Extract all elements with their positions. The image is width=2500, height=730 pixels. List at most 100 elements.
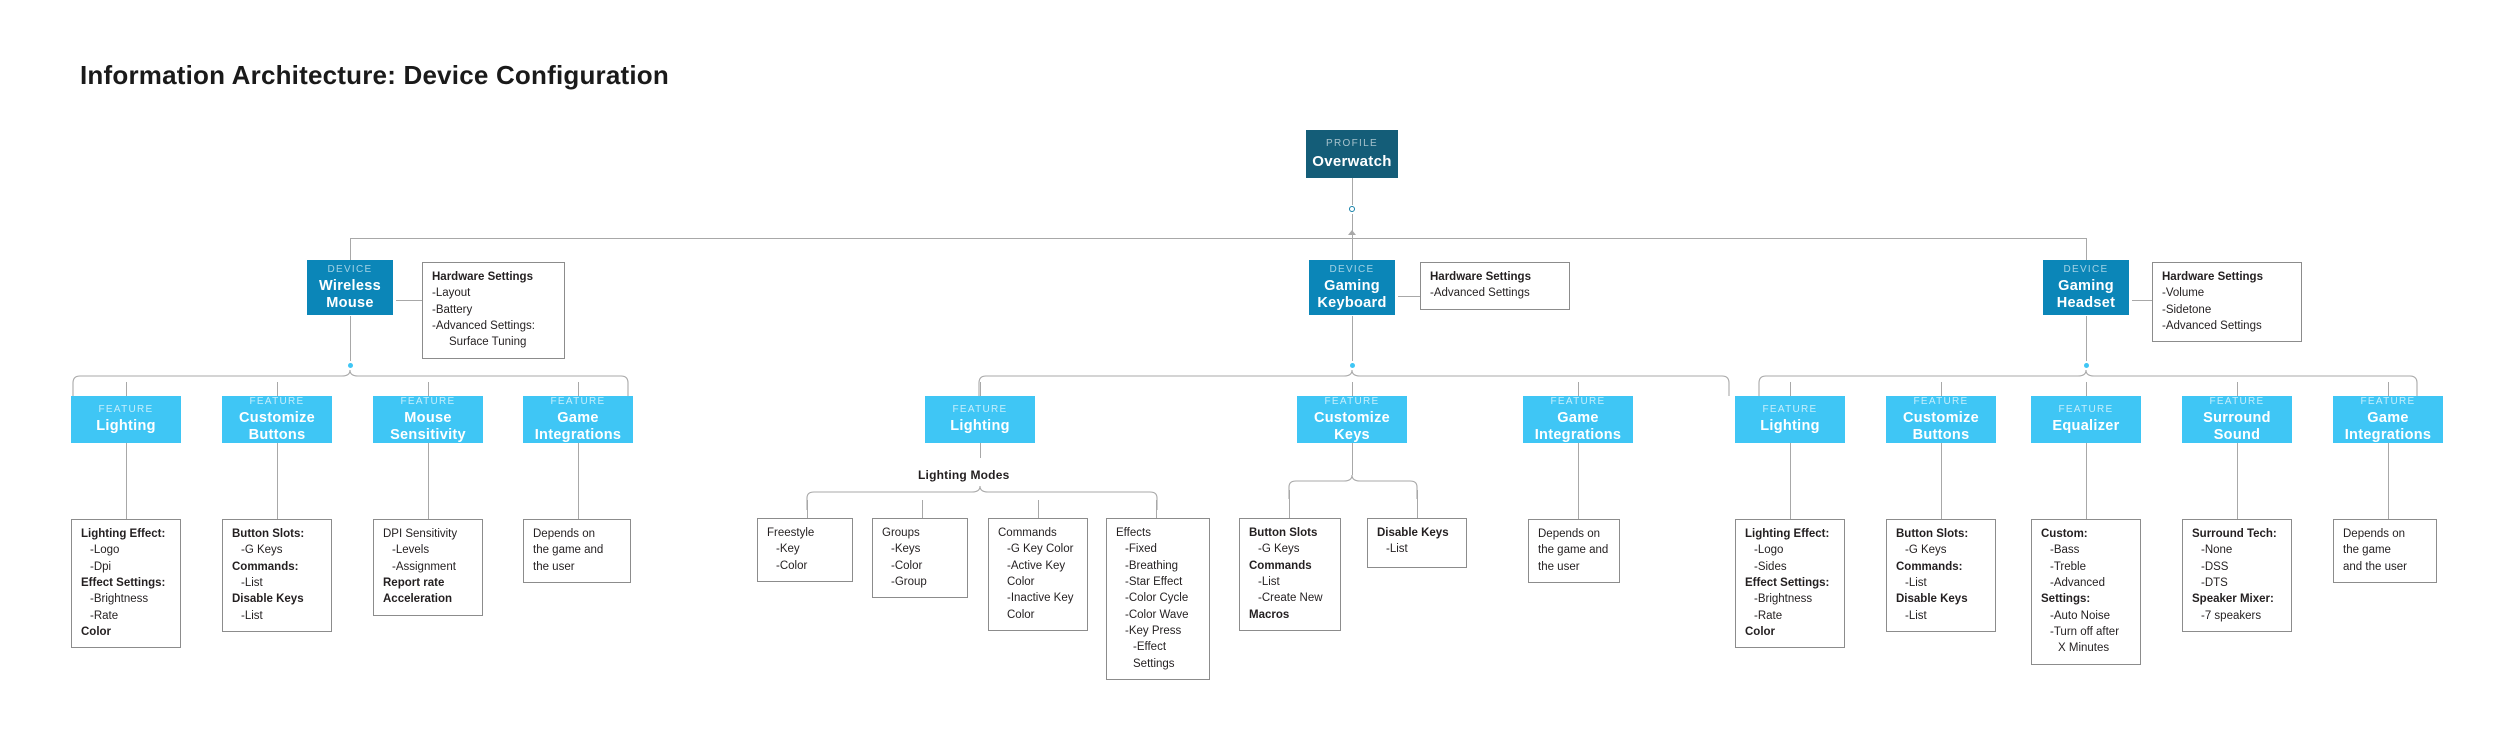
hardware-settings-item: -Advanced Settings — [2162, 319, 2262, 332]
detail-line: X Minutes — [2058, 642, 2110, 655]
detail-line: Button Slots: — [1896, 528, 1969, 540]
feature-node-headset-customize-buttons[interactable]: FEATURE Customize Buttons — [1886, 396, 1996, 443]
detail-line: -Logo — [90, 544, 120, 557]
hardware-settings-item: -Layout — [432, 287, 471, 300]
detail-line: Color — [1745, 625, 1776, 638]
device-kicker: DEVICE — [2063, 263, 2109, 275]
feature-label: Game Integrations — [534, 410, 622, 443]
hardware-settings-title: Hardware Settings — [1430, 271, 1531, 283]
detail-line: -List — [1905, 576, 1927, 589]
device-kicker: DEVICE — [327, 263, 373, 275]
detail-line: -Group — [891, 575, 927, 588]
hardware-settings-title: Hardware Settings — [432, 271, 533, 283]
feature-node-mouse-sensitivity[interactable]: FEATURE Mouse Sensitivity — [373, 396, 483, 443]
detail-line: -Levels — [392, 544, 430, 557]
feature-node-mouse-game-integrations[interactable]: FEATURE Game Integrations — [523, 396, 633, 443]
profile-kicker: PROFILE — [1326, 138, 1378, 150]
detail-line: -Advanced — [2050, 576, 2105, 589]
device-label: Gaming Headset — [2056, 278, 2116, 311]
detail-line: the user — [533, 560, 575, 573]
device-node-gaming-keyboard[interactable]: DEVICE Gaming Keyboard — [1309, 260, 1395, 315]
feature-node-keyboard-game-integrations[interactable]: FEATURE Game Integrations — [1523, 396, 1633, 443]
detail-line: -List — [241, 576, 263, 589]
detail-line: Disable Keys — [1377, 527, 1449, 539]
hardware-settings-box-keyboard: Hardware Settings -Advanced Settings — [1420, 262, 1570, 310]
feature-kicker: FEATURE — [952, 403, 1008, 415]
feature-node-keyboard-lighting[interactable]: FEATURE Lighting — [925, 396, 1035, 443]
detail-line: -Key Press — [1125, 624, 1182, 637]
detail-line: -Inactive Key — [1007, 592, 1074, 605]
hardware-settings-item: Surface Tuning — [449, 336, 527, 349]
detail-line: Button Slots: — [232, 528, 305, 540]
detail-line: Commands — [1249, 559, 1312, 572]
detail-line: Acceleration — [383, 593, 453, 606]
hardware-settings-item: -Volume — [2162, 287, 2205, 300]
detail-line: -Color — [891, 559, 923, 572]
feature-node-headset-equalizer[interactable]: FEATURE Equalizer — [2031, 396, 2141, 443]
detail-line: -Breathing — [1125, 559, 1179, 572]
device-label: Wireless Mouse — [319, 278, 381, 311]
detail-line: -List — [1386, 543, 1408, 556]
detail-line: Commands: — [1896, 560, 1963, 573]
detail-line: Commands: — [232, 560, 299, 573]
feature-node-headset-game-integrations[interactable]: FEATURE Game Integrations — [2333, 396, 2443, 443]
profile-label: Overwatch — [1312, 152, 1392, 170]
detail-line: -None — [2201, 544, 2233, 557]
feature-kicker: FEATURE — [1324, 395, 1380, 407]
detail-line: -Treble — [2050, 560, 2086, 573]
detail-line: -Rate — [1754, 609, 1783, 622]
feature-kicker: FEATURE — [2360, 395, 2416, 407]
feature-node-headset-lighting[interactable]: FEATURE Lighting — [1735, 396, 1845, 443]
detail-line: Depends on — [1538, 528, 1601, 540]
feature-label: Lighting — [1760, 418, 1820, 435]
detail-line: -G Keys — [241, 544, 283, 557]
detail-line: -7 speakers — [2201, 609, 2262, 622]
detail-line: Surround Tech: — [2192, 528, 2277, 540]
feature-kicker: FEATURE — [550, 395, 606, 407]
feature-label: Customize Buttons — [1902, 410, 1979, 443]
detail-line: -Sides — [1754, 560, 1787, 573]
detail-line: Color — [81, 625, 112, 638]
profile-node[interactable]: PROFILE Overwatch — [1306, 130, 1398, 178]
feature-node-headset-surround-sound[interactable]: FEATURE Surround Sound — [2182, 396, 2292, 443]
detail-line: Disable Keys — [1896, 593, 1968, 606]
detail-line: -Rate — [90, 609, 119, 622]
detail-line: -Assignment — [392, 560, 456, 573]
detail-line: -List — [1258, 575, 1280, 588]
detail-box-keyboard-freestyle: Freestyle-Key-Color — [757, 518, 853, 582]
detail-line: the game and — [1538, 544, 1609, 557]
page-title: Information Architecture: Device Configu… — [80, 60, 669, 90]
detail-line: -Brightness — [1754, 593, 1813, 606]
detail-line: -Color Wave — [1125, 608, 1189, 621]
detail-line: -Color — [776, 559, 808, 572]
detail-line: Lighting Effect: — [81, 528, 166, 540]
detail-line: Effect Settings: — [81, 576, 166, 589]
device-node-gaming-headset[interactable]: DEVICE Gaming Headset — [2043, 260, 2129, 315]
feature-label: Lighting — [950, 418, 1010, 435]
device-node-wireless-mouse[interactable]: DEVICE Wireless Mouse — [307, 260, 393, 315]
feature-node-keyboard-customize-keys[interactable]: FEATURE Customize Keys — [1297, 396, 1407, 443]
detail-line: -Key — [776, 543, 800, 556]
detail-line: the game — [2343, 544, 2391, 557]
feature-label: Mouse Sensitivity — [390, 410, 466, 443]
feature-kicker: FEATURE — [1913, 395, 1969, 407]
detail-line: Custom: — [2041, 528, 2088, 540]
feature-label: Lighting — [96, 418, 156, 435]
detail-line: the user — [1538, 560, 1580, 573]
hardware-settings-item: -Sidetone — [2162, 303, 2212, 316]
detail-line: -Star Effect — [1125, 575, 1183, 588]
hardware-settings-title: Hardware Settings — [2162, 271, 2263, 283]
detail-line: Lighting Effect: — [1745, 528, 1830, 540]
hardware-settings-item: -Battery — [432, 303, 473, 316]
detail-line: Disable Keys — [232, 593, 304, 606]
feature-node-mouse-lighting[interactable]: FEATURE Lighting — [71, 396, 181, 443]
feature-node-mouse-customize-buttons[interactable]: FEATURE Customize Buttons — [222, 396, 332, 443]
detail-line: Groups — [882, 527, 920, 539]
device-label: Gaming Keyboard — [1317, 278, 1387, 311]
